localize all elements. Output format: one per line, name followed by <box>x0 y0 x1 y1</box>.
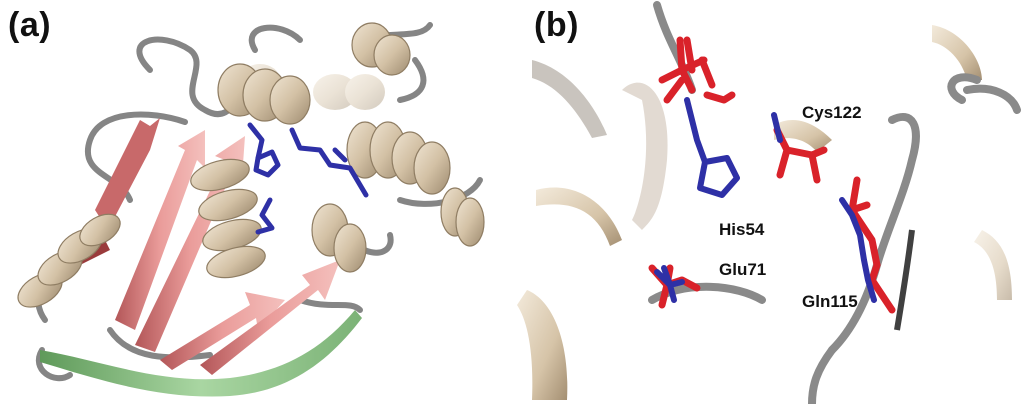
panel-label-b: (b) <box>534 6 579 44</box>
active-site-view <box>517 1 1021 404</box>
background-ribbons <box>517 25 1012 400</box>
alpha-helices <box>17 22 485 308</box>
green-strand <box>40 310 362 397</box>
residue-label-his: His54 <box>719 220 765 239</box>
residue-label-cys: Cys122 <box>802 103 862 122</box>
residue-label-gln: Gln115 <box>802 292 858 311</box>
active-site-residues <box>247 122 369 235</box>
reference-residues <box>654 97 877 303</box>
dark-coil <box>894 229 915 331</box>
panel-label-a: (a) <box>8 6 52 44</box>
protein-cartoon <box>17 22 485 397</box>
panel-b-active-site: (b) Cys122 His54 Glu71 Gln115 <box>512 0 1024 404</box>
panel-a-structure: (a) <box>8 6 485 397</box>
coil-loops <box>648 1 1021 404</box>
model-residues <box>648 36 896 314</box>
residue-label-glu: Glu71 <box>719 260 767 279</box>
